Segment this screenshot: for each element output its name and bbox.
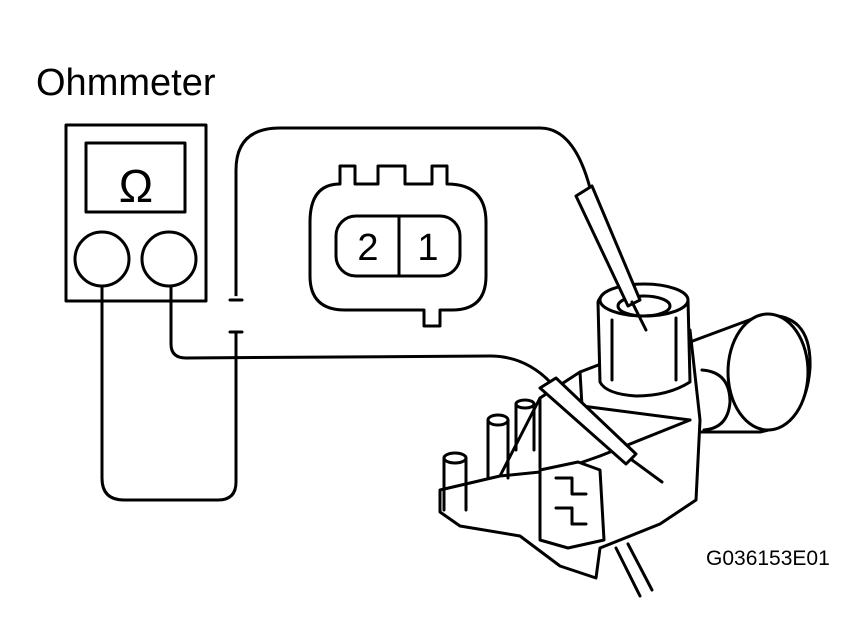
terminal-left xyxy=(73,230,131,288)
mount-bracket xyxy=(538,460,606,550)
coil-collar xyxy=(700,368,732,432)
bracket-detail xyxy=(554,476,588,526)
lead-to-body xyxy=(169,284,554,386)
port-rear xyxy=(514,398,536,452)
probe-upper-tip xyxy=(630,300,648,332)
probe-upper xyxy=(574,184,648,332)
socket-inner xyxy=(616,294,672,318)
ohm-symbol: Ω xyxy=(119,160,153,212)
ohmmeter-display xyxy=(84,141,187,214)
test-leads xyxy=(100,126,592,502)
connector-face: 2 1 xyxy=(308,164,488,328)
pin-1-label: 1 xyxy=(417,227,438,269)
socket-opening xyxy=(598,282,690,318)
coil-end xyxy=(726,312,810,432)
lead-to-connector xyxy=(100,126,592,502)
probe-lower-handle xyxy=(538,376,638,466)
probe-lower-tip xyxy=(630,458,664,484)
vsv-valve xyxy=(438,282,812,598)
port-left xyxy=(442,451,468,512)
pin-2-label: 2 xyxy=(357,227,378,269)
ohmmeter-label: Ohmmeter xyxy=(36,62,216,104)
figure-code: G036153E01 xyxy=(706,547,830,570)
port-middle xyxy=(486,413,510,480)
terminal-right xyxy=(140,230,198,288)
ohmmeter: Ω xyxy=(64,123,208,303)
probe-lower xyxy=(538,376,664,484)
lower-pipe xyxy=(614,542,654,598)
probe-upper-handle xyxy=(574,184,642,308)
